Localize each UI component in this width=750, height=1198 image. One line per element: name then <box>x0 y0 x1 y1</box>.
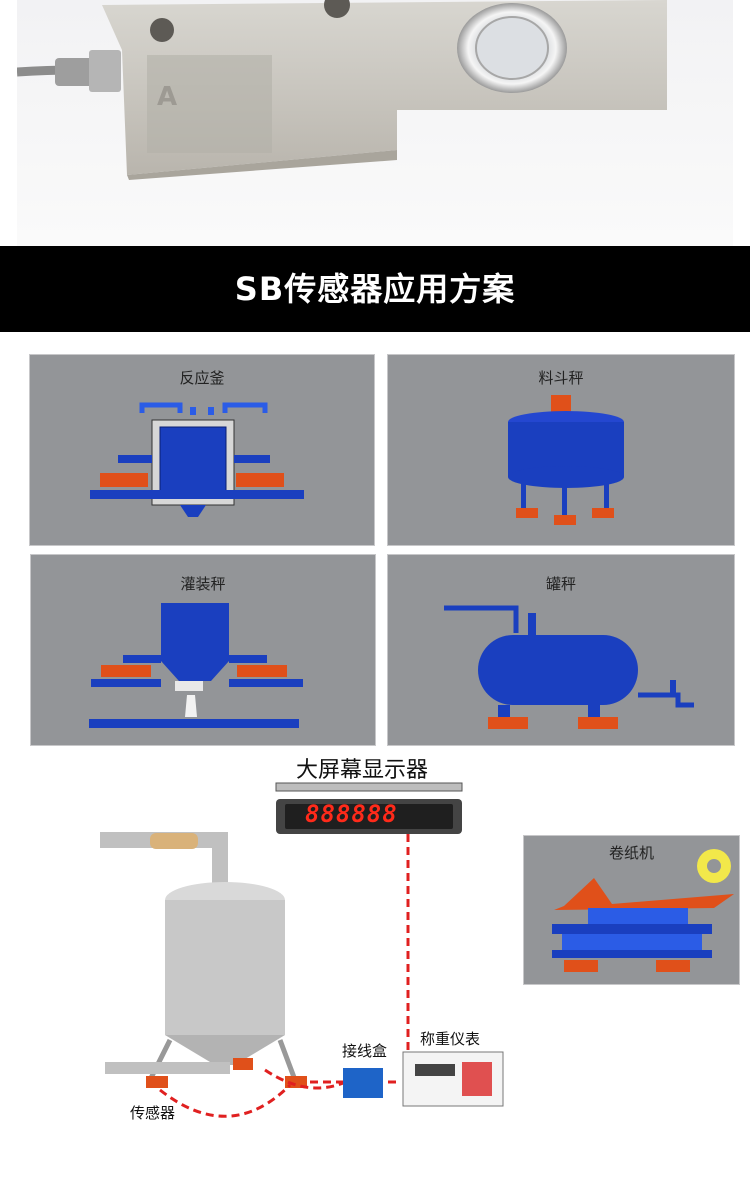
product-photo: A <box>17 0 733 246</box>
panel-paper-roll-machine: 卷纸机 <box>524 836 739 984</box>
paper-roll-diagram <box>552 849 734 972</box>
panel-tank-scale: 罐秤 <box>388 555 734 745</box>
panel-title: 料斗秤 <box>538 369 584 387</box>
panel-title: 罐秤 <box>545 575 576 593</box>
reactor-diagram <box>90 402 304 517</box>
panel-hopper-scale: 料斗秤 <box>388 355 734 545</box>
hopper-diagram <box>508 395 624 525</box>
section-banner: SB传感器应用方案 <box>0 246 750 332</box>
weighing-system-diagram: 接线盒 称重仪表 传感器 <box>30 750 570 1140</box>
svg-text:A: A <box>157 82 177 112</box>
filling-diagram <box>89 603 303 728</box>
panel-title: 灌装秤 <box>180 575 226 593</box>
junction-box-label: 接线盒 <box>342 1042 388 1060</box>
banner-title: SB传感器应用方案 <box>234 270 516 308</box>
display-digits: 888888 <box>305 800 398 828</box>
system-illustration <box>100 782 504 1118</box>
load-cell-image: A <box>17 0 733 246</box>
panel-title: 卷纸机 <box>608 844 654 862</box>
sensor-label: 传感器 <box>130 1104 176 1122</box>
panel-filling-scale: 灌装秤 <box>31 555 375 745</box>
panel-reactor: 反应釜 <box>30 355 374 545</box>
tank-diagram <box>444 605 694 729</box>
display-title: 大屏幕显示器 <box>295 758 428 783</box>
panel-title: 反应釜 <box>179 369 225 387</box>
indicator-label: 称重仪表 <box>420 1030 481 1048</box>
